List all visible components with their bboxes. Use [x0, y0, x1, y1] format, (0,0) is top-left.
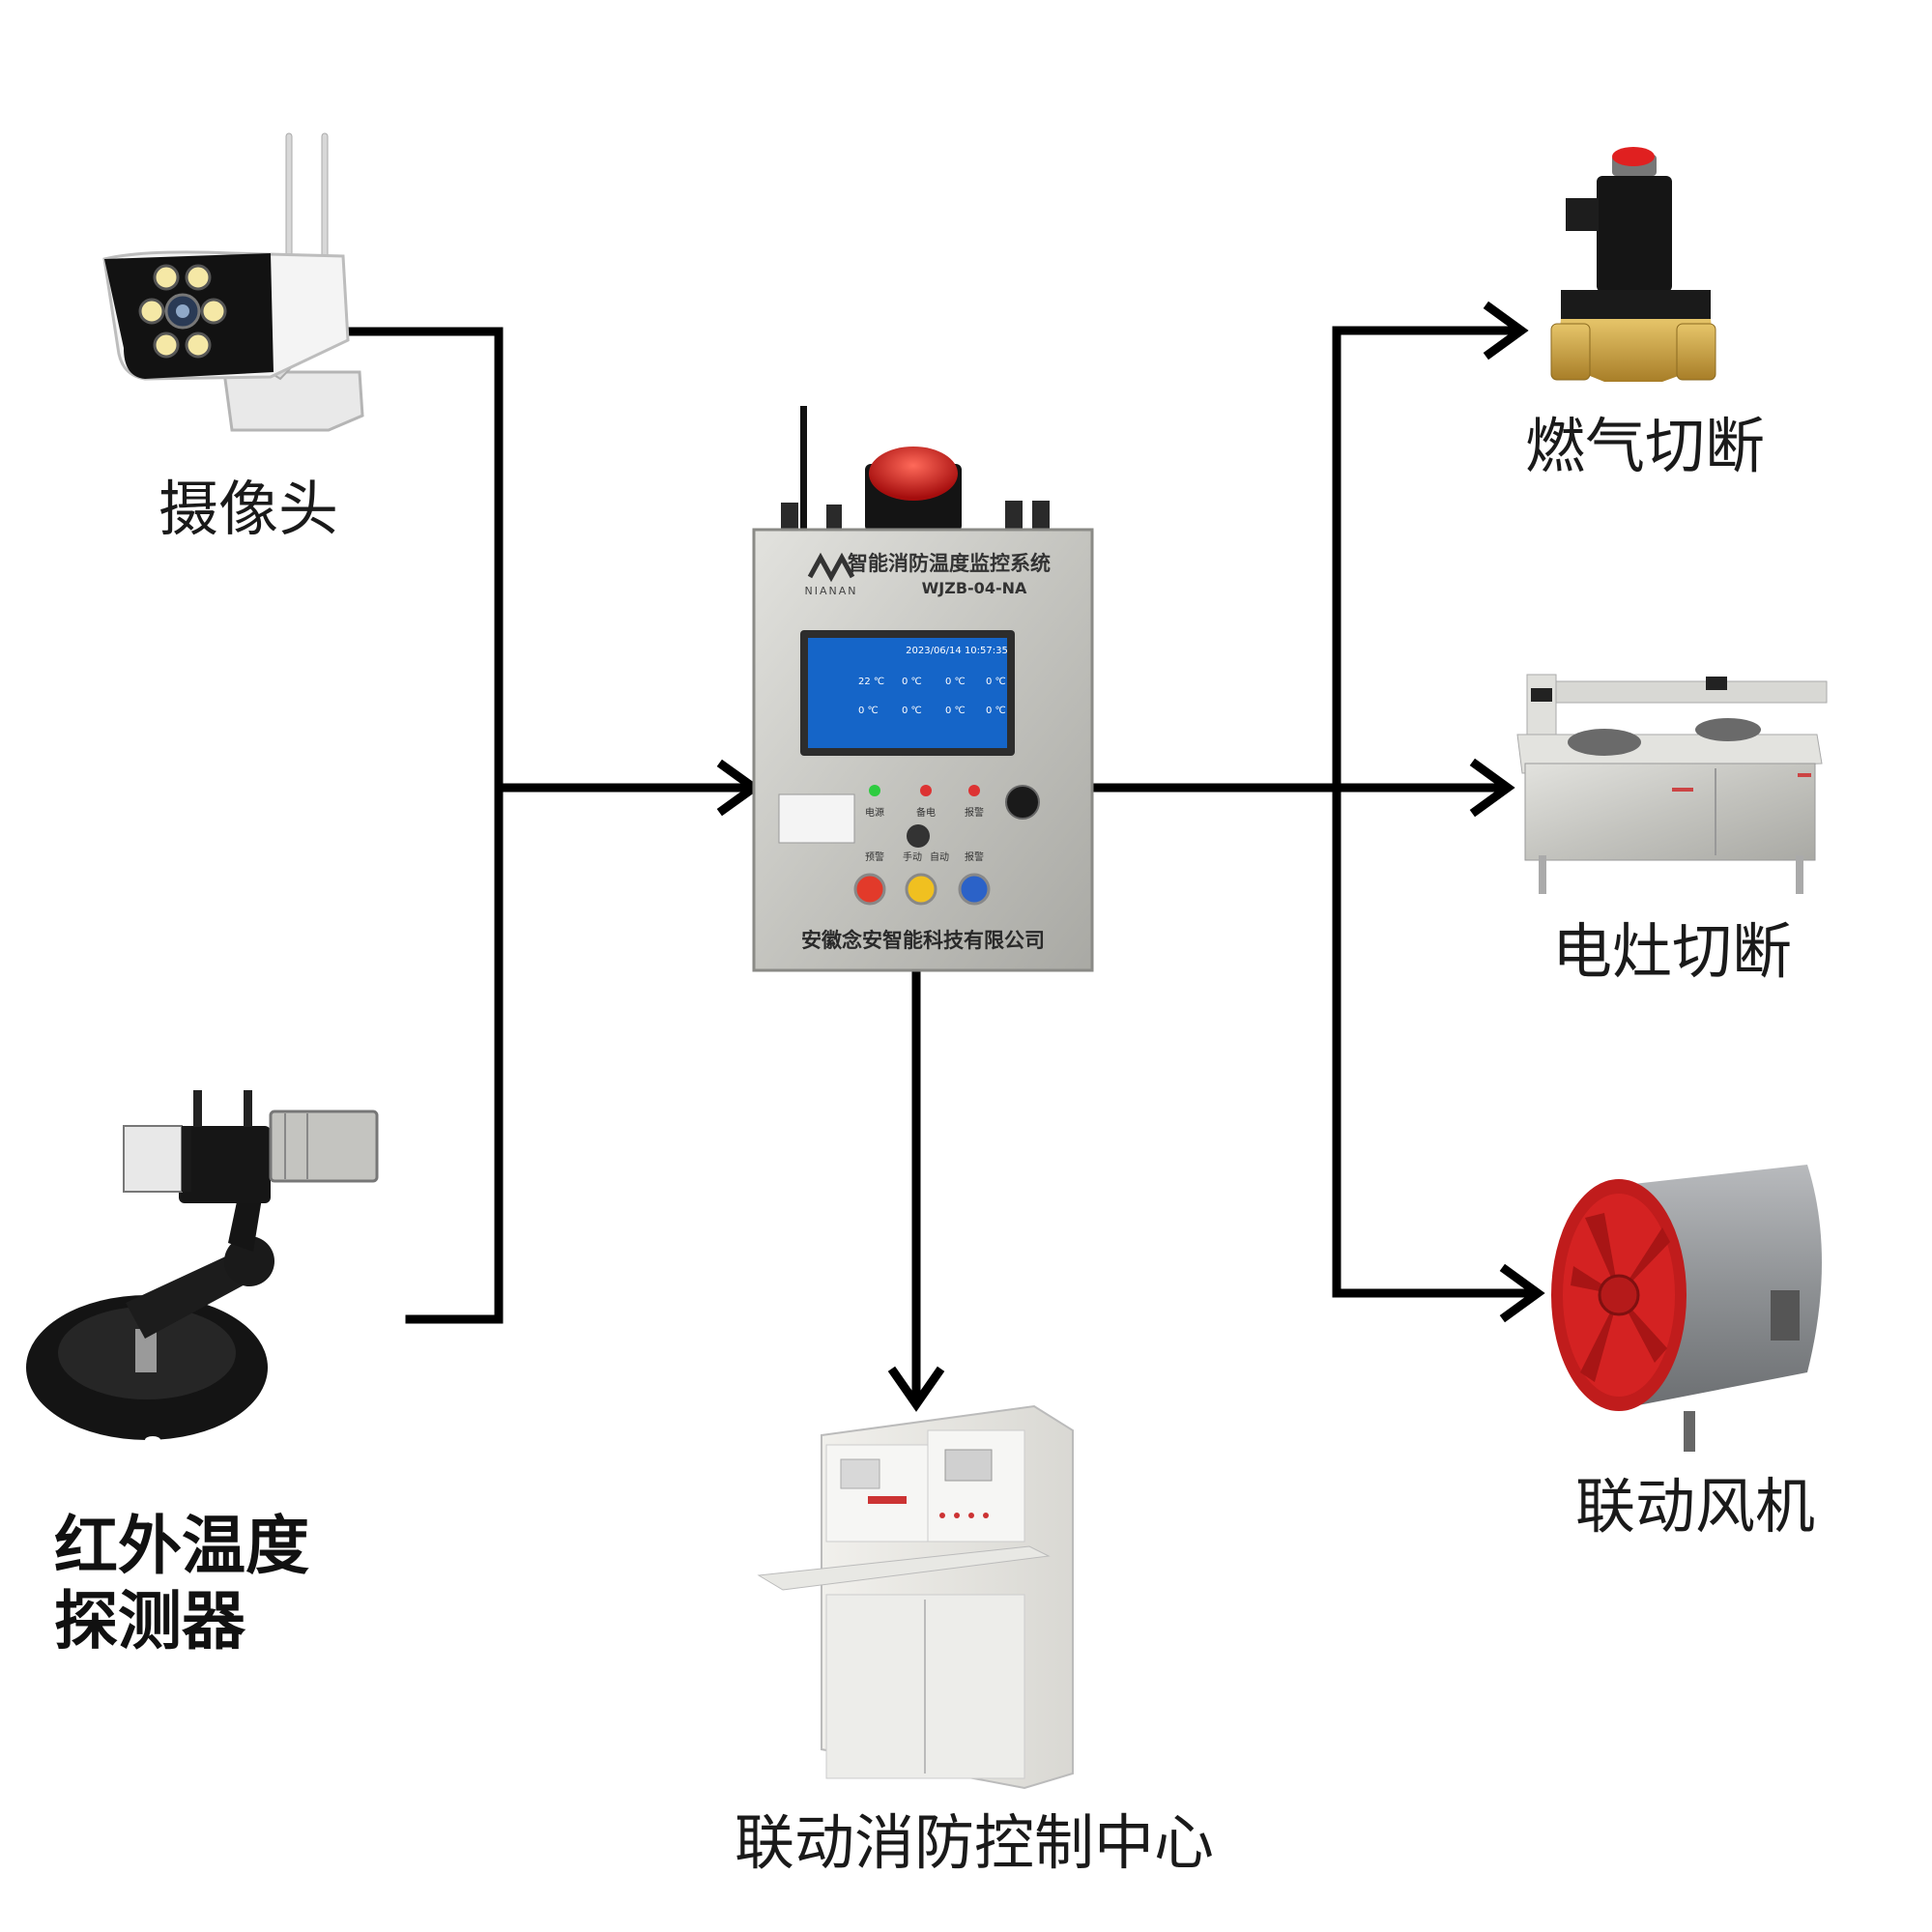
fan-arrowhead — [1499, 1263, 1545, 1323]
ir-detector-image — [26, 1090, 379, 1444]
indicator-label-3: 报警 — [965, 806, 984, 819]
fire-control-center-label: 联动消防控制中心 — [735, 1807, 1215, 1878]
gas-cutoff-label: 燃气切断 — [1525, 411, 1766, 481]
connector-lines — [341, 301, 1545, 1412]
screen-time: 2023/06/14 10:57:35 — [906, 646, 1008, 656]
screen-value-4: 0 ℃ — [986, 677, 1006, 687]
screen-value-6: 0 ℃ — [902, 706, 922, 716]
linked-fan-image — [1551, 1165, 1822, 1452]
screen-value-3: 0 ℃ — [945, 677, 966, 687]
ir-detector-label-line2: 探测器 — [54, 1584, 245, 1658]
linked-fan-label: 联动风机 — [1575, 1471, 1816, 1542]
screen-value-5: 0 ℃ — [858, 706, 879, 716]
gas-arrowhead — [1483, 301, 1529, 360]
center-arrowhead — [887, 1366, 945, 1412]
screen-value-8: 0 ℃ — [986, 706, 1006, 716]
ir-detector-label-line1: 红外温度 — [54, 1509, 309, 1583]
gas-valve-image — [1550, 147, 1716, 382]
controller-company: 安徽念安智能科技有限公司 — [801, 929, 1045, 952]
indicator-label-2: 备电 — [916, 806, 936, 819]
indicator-label-1: 电源 — [865, 806, 884, 819]
stove-arrowhead — [1469, 758, 1515, 818]
switch-label-2: 手动 — [903, 851, 922, 863]
electric-stove-image — [1516, 674, 1828, 894]
switch-label-1: 预警 — [865, 851, 884, 863]
controller-model: WJZB-04-NA — [922, 579, 1027, 597]
controller-brand: NIANAN — [805, 585, 858, 597]
switch-label-4: 报警 — [965, 851, 984, 863]
camera-label: 摄像头 — [159, 474, 339, 544]
camera-image — [102, 132, 364, 432]
camera-connector — [341, 327, 504, 1324]
screen-value-1: 22 ℃ — [858, 677, 884, 687]
screen-value-2: 0 ℃ — [902, 677, 922, 687]
controller-image: NIANAN 智能消防温度监控系统 WJZB-04-NA 2023/06/14 … — [752, 406, 1094, 972]
controller-title: 智能消防温度监控系统 — [848, 552, 1051, 575]
fire-control-center-image — [757, 1404, 1074, 1790]
switch-label-3: 自动 — [930, 851, 949, 863]
stove-cutoff-label: 电灶切断 — [1552, 916, 1793, 987]
screen-value-7: 0 ℃ — [945, 706, 966, 716]
